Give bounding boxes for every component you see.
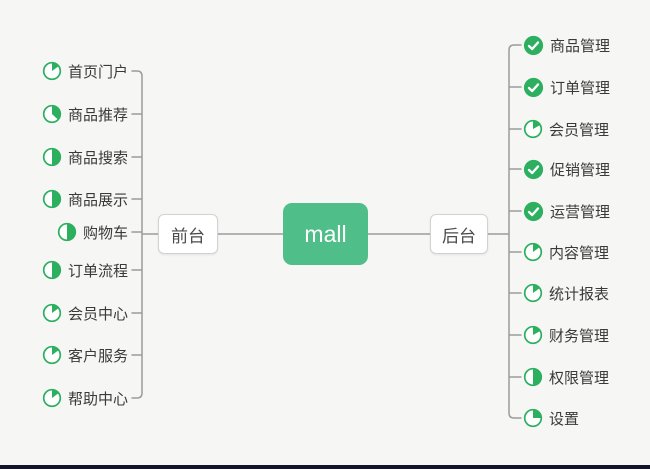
topic-label: 内容管理 xyxy=(549,244,610,262)
topic-row[interactable]: 内容管理 xyxy=(523,239,609,265)
topic-label: 统计报表 xyxy=(549,285,610,303)
progress-pie-icon xyxy=(523,242,543,262)
progress-pie-icon xyxy=(42,260,62,280)
topic-label: 购物车 xyxy=(82,224,128,242)
topic-label: 订单流程 xyxy=(67,262,128,280)
topic-label: 会员中心 xyxy=(67,305,128,323)
check-circle-icon xyxy=(523,159,544,180)
topic-row[interactable]: 订单管理 xyxy=(523,74,610,100)
topic-row[interactable]: 订单流程 xyxy=(42,257,128,283)
progress-pie-icon xyxy=(42,303,62,323)
branch-node-backend[interactable]: 后台 xyxy=(430,214,488,254)
topic-label: 权限管理 xyxy=(549,369,610,387)
progress-pie-icon xyxy=(42,189,62,209)
check-circle-icon xyxy=(523,35,544,56)
topic-label: 商品搜索 xyxy=(67,149,128,167)
topic-row[interactable]: 权限管理 xyxy=(523,364,609,390)
topic-row[interactable]: 首页门户 xyxy=(42,58,128,84)
check-circle-icon xyxy=(523,77,544,98)
topic-row[interactable]: 会员中心 xyxy=(42,300,128,326)
topic-row[interactable]: 商品推荐 xyxy=(42,101,128,127)
topic-label: 商品管理 xyxy=(550,37,611,55)
check-circle-icon xyxy=(523,201,544,222)
progress-pie-icon xyxy=(523,325,543,345)
topic-label: 首页门户 xyxy=(67,63,128,81)
bottom-border-bar xyxy=(0,465,650,469)
branch-node-frontend[interactable]: 前台 xyxy=(158,214,218,254)
progress-pie-icon xyxy=(42,388,62,408)
topic-label: 商品展示 xyxy=(67,191,128,209)
topic-row[interactable]: 财务管理 xyxy=(523,322,609,348)
topic-row[interactable]: 统计报表 xyxy=(523,280,609,306)
topic-row[interactable]: 促销管理 xyxy=(523,156,610,182)
topic-row[interactable]: 商品展示 xyxy=(42,186,128,212)
progress-pie-icon xyxy=(523,283,543,303)
root-node-mall[interactable]: mall xyxy=(283,203,368,265)
topic-label: 商品推荐 xyxy=(67,106,128,124)
progress-pie-icon xyxy=(42,345,62,365)
progress-pie-icon xyxy=(523,408,543,428)
topic-label: 设置 xyxy=(549,410,580,428)
topic-row[interactable]: 商品管理 xyxy=(523,32,610,58)
progress-pie-icon xyxy=(42,104,62,124)
progress-pie-icon xyxy=(523,119,543,139)
topic-row[interactable]: 客户服务 xyxy=(42,342,128,368)
topic-label: 促销管理 xyxy=(550,161,611,179)
topic-label: 运营管理 xyxy=(550,203,611,221)
progress-pie-icon xyxy=(523,367,543,387)
topic-row[interactable]: 运营管理 xyxy=(523,198,610,224)
topic-row[interactable]: 购物车 xyxy=(57,219,128,245)
progress-pie-icon xyxy=(42,147,62,167)
topic-row[interactable]: 设置 xyxy=(523,405,579,431)
topic-label: 订单管理 xyxy=(550,79,611,97)
topic-row[interactable]: 会员管理 xyxy=(523,116,609,142)
topic-row[interactable]: 帮助中心 xyxy=(42,385,128,411)
topic-label: 帮助中心 xyxy=(67,390,128,408)
topic-label: 客户服务 xyxy=(67,347,128,365)
progress-pie-icon xyxy=(42,61,62,81)
topic-label: 财务管理 xyxy=(549,327,610,345)
topic-row[interactable]: 商品搜索 xyxy=(42,144,128,170)
progress-pie-icon xyxy=(57,222,77,242)
topic-label: 会员管理 xyxy=(549,121,610,139)
